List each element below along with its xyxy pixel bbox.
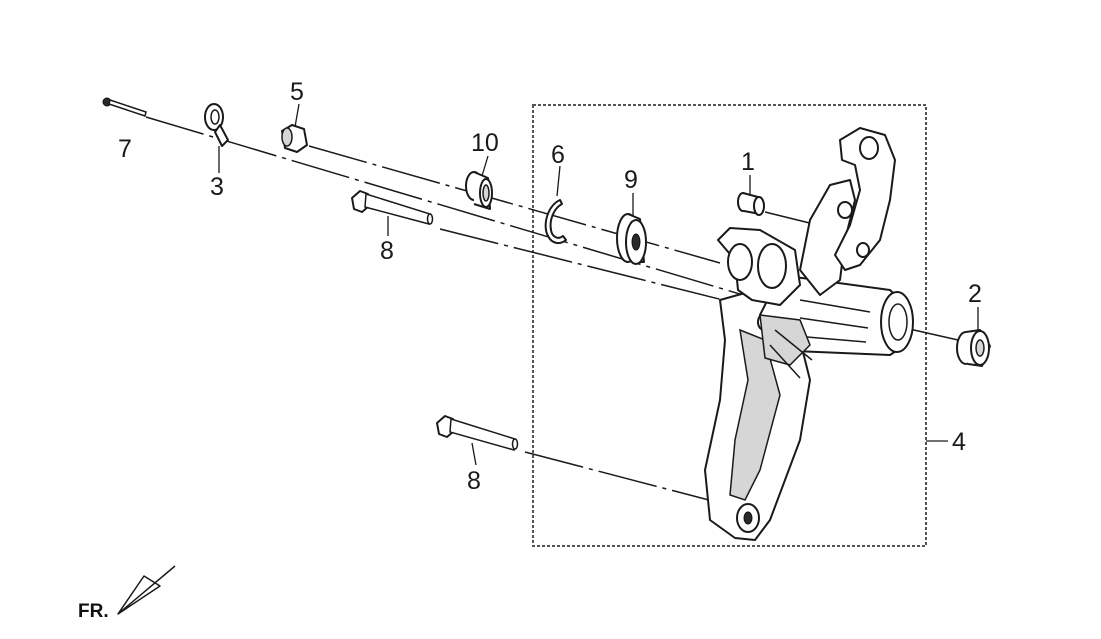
part-1-bushing [737, 192, 765, 216]
part-2-flanged-collar [956, 329, 991, 367]
part-8-bolt-lower [436, 415, 519, 451]
callout-10: 10 [471, 129, 499, 157]
leader-lines [218, 103, 979, 466]
part-3-clip [204, 103, 229, 147]
callout-1: 1 [741, 148, 755, 176]
callout-9: 9 [624, 166, 638, 194]
part-7-pin [102, 97, 147, 117]
part-6-circlip [544, 199, 567, 245]
part-10-collar [465, 171, 493, 210]
callout-6: 6 [551, 141, 565, 169]
part-8-bolt-upper [351, 190, 434, 225]
callout-2: 2 [968, 280, 982, 308]
callout-5: 5 [290, 78, 304, 106]
callout-8-lower: 8 [467, 467, 481, 495]
part-5-nut [281, 124, 308, 153]
part-4-bracket-assembly [704, 127, 914, 541]
fr-label: FR. [78, 601, 109, 622]
callout-4: 4 [952, 428, 966, 456]
part-9-washer [616, 213, 647, 265]
callout-7: 7 [118, 135, 132, 163]
front-direction-marker: FR. [78, 565, 176, 622]
direction-arrow-icon [117, 565, 176, 615]
assembly-boundary-box [532, 104, 927, 547]
callout-3: 3 [210, 173, 224, 201]
callout-8-upper: 8 [380, 237, 394, 265]
